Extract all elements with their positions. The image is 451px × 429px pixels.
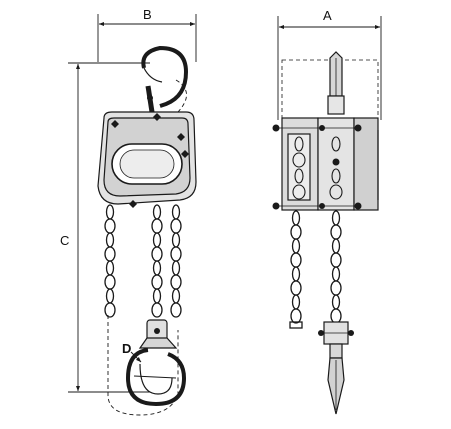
hoist-body-front <box>97 111 197 208</box>
side-load-chain <box>330 210 342 324</box>
side-view <box>272 51 379 415</box>
dimension-label-a: A <box>323 8 332 23</box>
hand-chain-hidden-loop <box>107 315 179 416</box>
load-chain-front-left <box>104 204 116 318</box>
side-housing <box>272 117 379 211</box>
side-hand-chain <box>289 210 303 329</box>
dimension-label-b: B <box>143 7 152 22</box>
bottom-hook-block <box>138 319 178 349</box>
dimension-a <box>277 16 382 120</box>
dimension-label-c: C <box>60 233 70 248</box>
side-chain-inside <box>292 136 343 200</box>
hook-rotation-dashed <box>175 79 187 113</box>
top-hook <box>141 45 189 113</box>
dimension-label-d: D <box>122 341 132 356</box>
side-bottom-block <box>318 321 354 359</box>
dimension-c <box>68 62 150 393</box>
bottom-hook <box>125 348 187 407</box>
body-bolts <box>111 113 189 208</box>
hand-chain-front-right <box>170 204 182 318</box>
dimension-b <box>97 14 197 62</box>
front-view <box>97 45 197 416</box>
dimension-lines <box>68 14 382 393</box>
side-bottom-hook <box>327 357 345 415</box>
load-chain-front-middle <box>151 204 163 318</box>
side-top-hook <box>327 51 345 115</box>
